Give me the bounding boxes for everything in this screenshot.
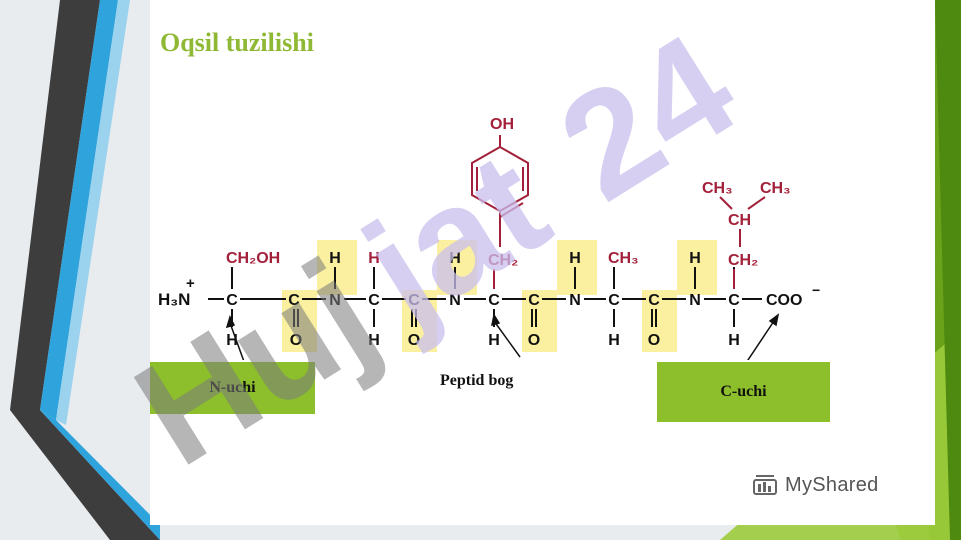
svg-text:N: N bbox=[449, 292, 461, 309]
svg-text:O: O bbox=[528, 332, 540, 349]
c-charge: − bbox=[812, 282, 820, 298]
side-chain-ch2-leu: CH₂ bbox=[728, 252, 758, 269]
pointer-arrows bbox=[225, 313, 780, 360]
side-chains: CH₂OH CH₂ CH₃ CH₂ CH CH₃ CH₃ OH bbox=[226, 116, 791, 269]
svg-text:C: C bbox=[648, 292, 660, 309]
n-charge: + bbox=[186, 275, 195, 292]
side-chain-ch2oh: CH₂OH bbox=[226, 250, 280, 267]
svg-text:H: H bbox=[488, 332, 500, 349]
svg-text:H: H bbox=[608, 332, 620, 349]
c-terminal-label: C-uchi bbox=[657, 362, 830, 422]
svg-text:C: C bbox=[368, 292, 380, 309]
svg-text:H: H bbox=[728, 332, 740, 349]
myshared-logo-icon bbox=[753, 475, 777, 495]
svg-text:O: O bbox=[408, 332, 420, 349]
peptide-structure-diagram: H₃N + bbox=[150, 105, 830, 360]
n-terminus: H₃N bbox=[158, 290, 190, 309]
svg-text:H: H bbox=[226, 332, 238, 349]
svg-text:N: N bbox=[569, 292, 581, 309]
myshared-brand: MyShared bbox=[785, 474, 879, 496]
svg-text:O: O bbox=[290, 332, 302, 349]
svg-text:C: C bbox=[488, 292, 500, 309]
side-chain-ch-leu: CH bbox=[728, 212, 751, 229]
svg-text:N: N bbox=[689, 292, 701, 309]
svg-text:O: O bbox=[648, 332, 660, 349]
svg-text:C: C bbox=[288, 292, 300, 309]
svg-text:H: H bbox=[569, 250, 581, 267]
side-chain-bonds bbox=[471, 135, 766, 289]
left-decoration bbox=[10, 0, 160, 540]
side-chain-ch3-ala: CH₃ bbox=[608, 250, 639, 267]
c-terminus: COO bbox=[766, 292, 802, 309]
side-chain-ch3-b: CH₃ bbox=[760, 180, 791, 197]
side-chain-ch3-a: CH₃ bbox=[702, 180, 733, 197]
svg-text:H: H bbox=[329, 250, 341, 267]
svg-text:C: C bbox=[226, 292, 238, 309]
svg-text:H: H bbox=[689, 250, 701, 267]
peptide-bond-label: Peptid bog bbox=[440, 372, 514, 389]
svg-text:H: H bbox=[449, 250, 461, 267]
svg-text:C: C bbox=[408, 292, 420, 309]
svg-text:C: C bbox=[608, 292, 620, 309]
svg-text:H: H bbox=[368, 332, 380, 349]
backbone-atoms: C C N C C N C C N C C N C O O O O H H H … bbox=[226, 250, 740, 349]
slide-title: Oqsil tuzilishi bbox=[160, 28, 314, 57]
peptide-bond-highlights bbox=[282, 240, 717, 352]
svg-text:N: N bbox=[329, 292, 341, 309]
n-terminal-label: N-uchi bbox=[150, 362, 315, 414]
svg-text:C: C bbox=[728, 292, 740, 309]
side-chain-oh: OH bbox=[490, 116, 514, 133]
svg-text:H: H bbox=[368, 250, 380, 267]
side-chain-ch2-tyr: CH₂ bbox=[488, 252, 518, 269]
svg-text:C: C bbox=[528, 292, 540, 309]
